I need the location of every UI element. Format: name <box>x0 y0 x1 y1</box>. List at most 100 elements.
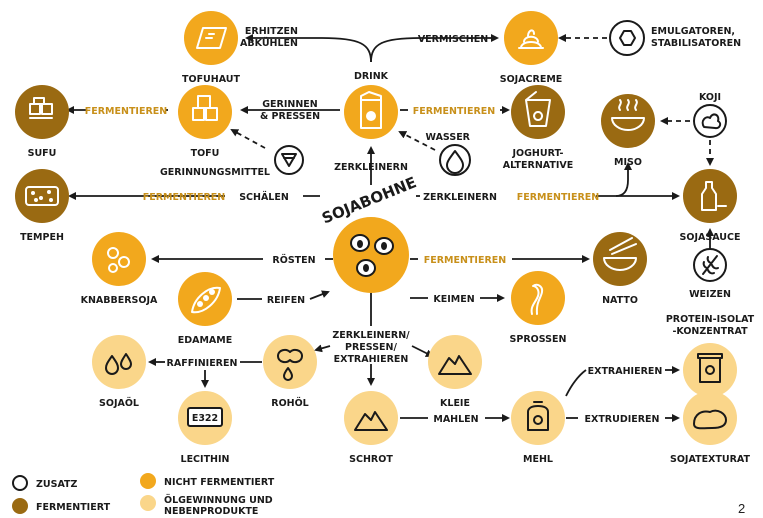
node-wasser <box>439 144 471 176</box>
fermentieren-natto: FERMENTIEREN <box>424 255 506 266</box>
node-emulgatoren: EMULGATOREN, STABILISATOREN <box>609 20 741 56</box>
node-tempeh-label: TEMPEH <box>20 232 64 243</box>
process-labels: ERHITZEN & ABKÜHLEN VERMISCHEN GERINNEN … <box>167 26 663 425</box>
legend-nicht-fermentiert-label: NICHT FERMENTIERT <box>164 477 275 488</box>
legend-oel-swatch <box>140 495 156 511</box>
skin-sheet-icon <box>196 27 227 49</box>
node-knabbersoja-label: KNABBERSOJA <box>81 295 158 306</box>
node-drink-label: DRINK <box>354 71 389 82</box>
coagulant-icon <box>281 153 297 167</box>
node-joghurt-line1: JOGHURT- <box>512 148 564 159</box>
connectors <box>66 34 714 422</box>
flour-sack-icon <box>527 401 549 431</box>
yogurt-cup-icon <box>525 91 551 127</box>
node-sufu: SUFU <box>15 85 69 159</box>
legend-zusatz-label: ZUSATZ <box>36 479 78 490</box>
node-sojaoel: SOJAÖL <box>92 335 146 409</box>
node-sojacreme-label: SOJACREME <box>500 74 563 85</box>
soybeans-icon <box>350 234 394 277</box>
process-erhitzen-line1: ERHITZEN <box>245 26 298 37</box>
node-sojaoel-label: SOJAÖL <box>99 398 139 409</box>
node-tofuhaut: TOFUHAUT <box>182 11 241 85</box>
node-koji-label: KOJI <box>699 92 721 103</box>
fermentieren-sojasauce: FERMENTIEREN <box>517 192 599 203</box>
soy-sauce-bottle-icon <box>701 181 727 211</box>
node-sojatexturat: SOJATEXTURAT <box>670 391 751 465</box>
legend: ZUSATZ FERMENTIERT NICHT FERMENTIERT ÖLG… <box>12 473 275 517</box>
legend-fermentiert-swatch <box>12 498 28 514</box>
node-edamame: EDAMAME <box>178 272 232 346</box>
cream-swirl-icon <box>518 29 544 49</box>
node-koji: KOJI <box>693 92 727 138</box>
wheat-icon <box>702 255 719 275</box>
legend-nicht-fermentiert-swatch <box>140 473 156 489</box>
node-sojasauce-label: SOJASAUCE <box>680 232 741 243</box>
node-lecithin-code: E322 <box>192 413 218 424</box>
legend-oel-line2: NEBENPRODUKTE <box>164 506 258 517</box>
process-schaelen: SCHÄLEN <box>239 192 289 203</box>
meal-pile-icon <box>354 411 388 431</box>
node-tempeh: TEMPEH <box>15 169 69 243</box>
fermentieren-tempeh: FERMENTIEREN <box>143 192 225 203</box>
node-protein: PROTEIN-ISOLAT -KONZENTRAT <box>666 314 755 397</box>
process-extrahieren: EXTRAHIEREN <box>588 366 663 377</box>
process-erhitzen-line2: & ABKÜHLEN <box>228 38 298 49</box>
node-schrot: SCHROT <box>344 391 398 465</box>
process-reifen: REIFEN <box>267 295 305 306</box>
texturate-chunk-icon <box>693 409 727 430</box>
natto-bowl-icon <box>603 237 637 271</box>
miso-bowl-icon <box>611 99 645 131</box>
process-roesten: RÖSTEN <box>272 255 315 266</box>
node-sojasauce: SOJASAUCE <box>680 169 741 243</box>
node-tofuhaut-label: TOFUHAUT <box>182 74 240 85</box>
node-protein-line1: PROTEIN-ISOLAT <box>666 314 755 325</box>
bran-pile-icon <box>438 355 472 375</box>
node-knabbersoja: KNABBERSOJA <box>81 232 158 306</box>
soy-dot-icon <box>366 111 376 121</box>
node-sprossen-label: SPROSSEN <box>510 334 567 345</box>
node-rohoel: ROHÖL <box>263 335 317 409</box>
node-kleie: KLEIE <box>428 335 482 409</box>
process-gerinnen-line1: GERINNEN <box>262 99 318 110</box>
legend-fermentiert-label: FERMENTIERT <box>36 502 111 513</box>
tempeh-block-icon <box>25 186 59 206</box>
node-kleie-label: KLEIE <box>440 398 470 409</box>
water-drop-icon <box>446 150 464 174</box>
milk-carton-icon <box>360 91 382 129</box>
node-miso-label: MISO <box>614 157 642 168</box>
node-sojatexturat-label: SOJATEXTURAT <box>670 454 750 465</box>
process-zerkleinern-up: ZERKLEINERN <box>334 162 408 173</box>
node-sojabohne: SOJABOHNE <box>319 173 419 293</box>
hexagon-molecule-icon <box>619 30 636 46</box>
node-sojacreme: SOJACREME <box>500 11 563 85</box>
node-natto: NATTO <box>593 232 647 306</box>
process-keimen: KEIMEN <box>433 294 474 305</box>
roasted-beans-icon <box>107 247 119 259</box>
process-zerkleinern-down-line3: EXTRAHIEREN <box>334 354 409 365</box>
process-wasser: WASSER <box>426 132 471 143</box>
node-sprossen: SPROSSEN <box>510 271 567 345</box>
node-gerinnungsmittel-label: GERINNUNGSMITTEL <box>160 167 270 178</box>
node-edamame-label: EDAMAME <box>178 335 232 346</box>
node-joghurt: JOGHURT- ALTERNATIVE <box>503 85 573 171</box>
node-rohoel-label: ROHÖL <box>271 398 308 409</box>
fermentation-labels: FERMENTIEREN FERMENTIEREN FERMENTIEREN F… <box>85 106 599 266</box>
tofu-blocks-icon <box>192 95 218 121</box>
e-number-icon <box>187 407 223 427</box>
node-mehl-label: MEHL <box>523 454 553 465</box>
node-drink: DRINK <box>344 71 398 139</box>
process-zerkleinern-down-line1: ZERKLEINERN/ <box>332 330 410 341</box>
node-weizen: WEIZEN <box>689 248 731 300</box>
node-tofu: TOFU <box>178 85 232 159</box>
process-zerkleinern-right: ZERKLEINERN <box>423 192 497 203</box>
process-zerkleinern-down-line2: PRESSEN/ <box>345 342 397 353</box>
node-protein-line2: -KONZENTRAT <box>672 326 748 337</box>
protein-jar-icon <box>697 353 723 383</box>
node-miso: MISO <box>601 94 655 168</box>
node-natto-label: NATTO <box>602 295 638 306</box>
legend-zusatz-swatch <box>12 475 28 491</box>
page-number: 2 <box>738 501 745 516</box>
process-extrudieren: EXTRUDIEREN <box>585 414 660 425</box>
oil-drops-icon <box>105 353 132 375</box>
